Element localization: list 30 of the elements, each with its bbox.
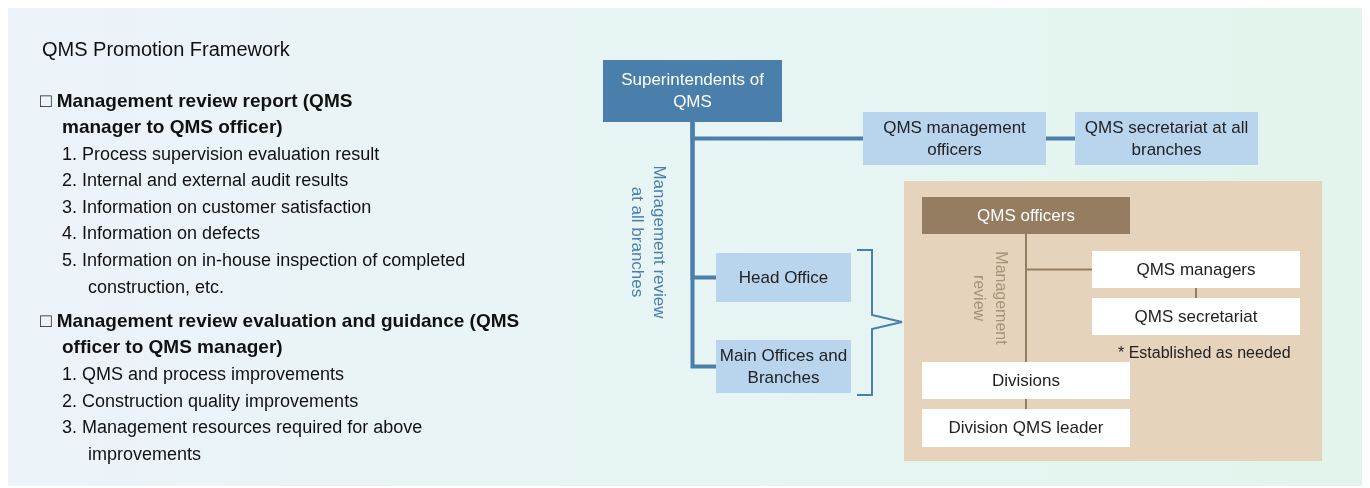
rotated-label: Management review at all branches xyxy=(627,164,670,321)
list-item: 1. Process supervision evaluation result xyxy=(62,143,381,166)
list-item: 2. Internal and external audit results xyxy=(62,169,350,192)
list-item: 2. Construction quality improvements xyxy=(62,390,360,413)
list-item: 3. Information on customer satisfaction xyxy=(62,196,373,219)
footnote: * Established as needed xyxy=(1118,343,1291,363)
connector-line xyxy=(690,122,716,369)
section-heading: □ Management review evaluation and guidance (QMS officer to QMS manager) xyxy=(40,309,520,359)
connector-line xyxy=(1025,398,1027,410)
org-box: QMS secretariat xyxy=(1092,298,1300,335)
list-item: 5. Information on in-house inspection of completed construction, etc. xyxy=(62,249,467,299)
section-heading: □ Management review report (QMS manager to QMS officer) xyxy=(40,89,354,139)
rotated-label: Management review xyxy=(970,250,1011,347)
org-box: QMS management officers xyxy=(863,112,1046,165)
org-box: Divisions xyxy=(922,362,1130,399)
connector-line xyxy=(1046,136,1075,141)
header-box: Superintendents of QMS xyxy=(603,60,782,122)
list-item: 3. Management resources required for above improvements xyxy=(62,416,424,466)
org-box: Division QMS leader xyxy=(922,409,1130,447)
group-panel xyxy=(904,181,1322,461)
title: QMS Promotion Framework xyxy=(42,38,290,61)
list-item: 1. QMS and process improvements xyxy=(62,363,346,386)
connector-line xyxy=(1025,233,1027,363)
org-box: Head Office xyxy=(716,253,851,302)
list-item: 4. Information on defects xyxy=(62,222,262,245)
org-box: QMS secretariat at all branches xyxy=(1075,112,1258,165)
org-box: Main Offices and Branches xyxy=(716,340,851,393)
connector-line xyxy=(1195,287,1197,299)
org-box: QMS managers xyxy=(1092,251,1300,288)
header-box: QMS officers xyxy=(922,197,1130,234)
